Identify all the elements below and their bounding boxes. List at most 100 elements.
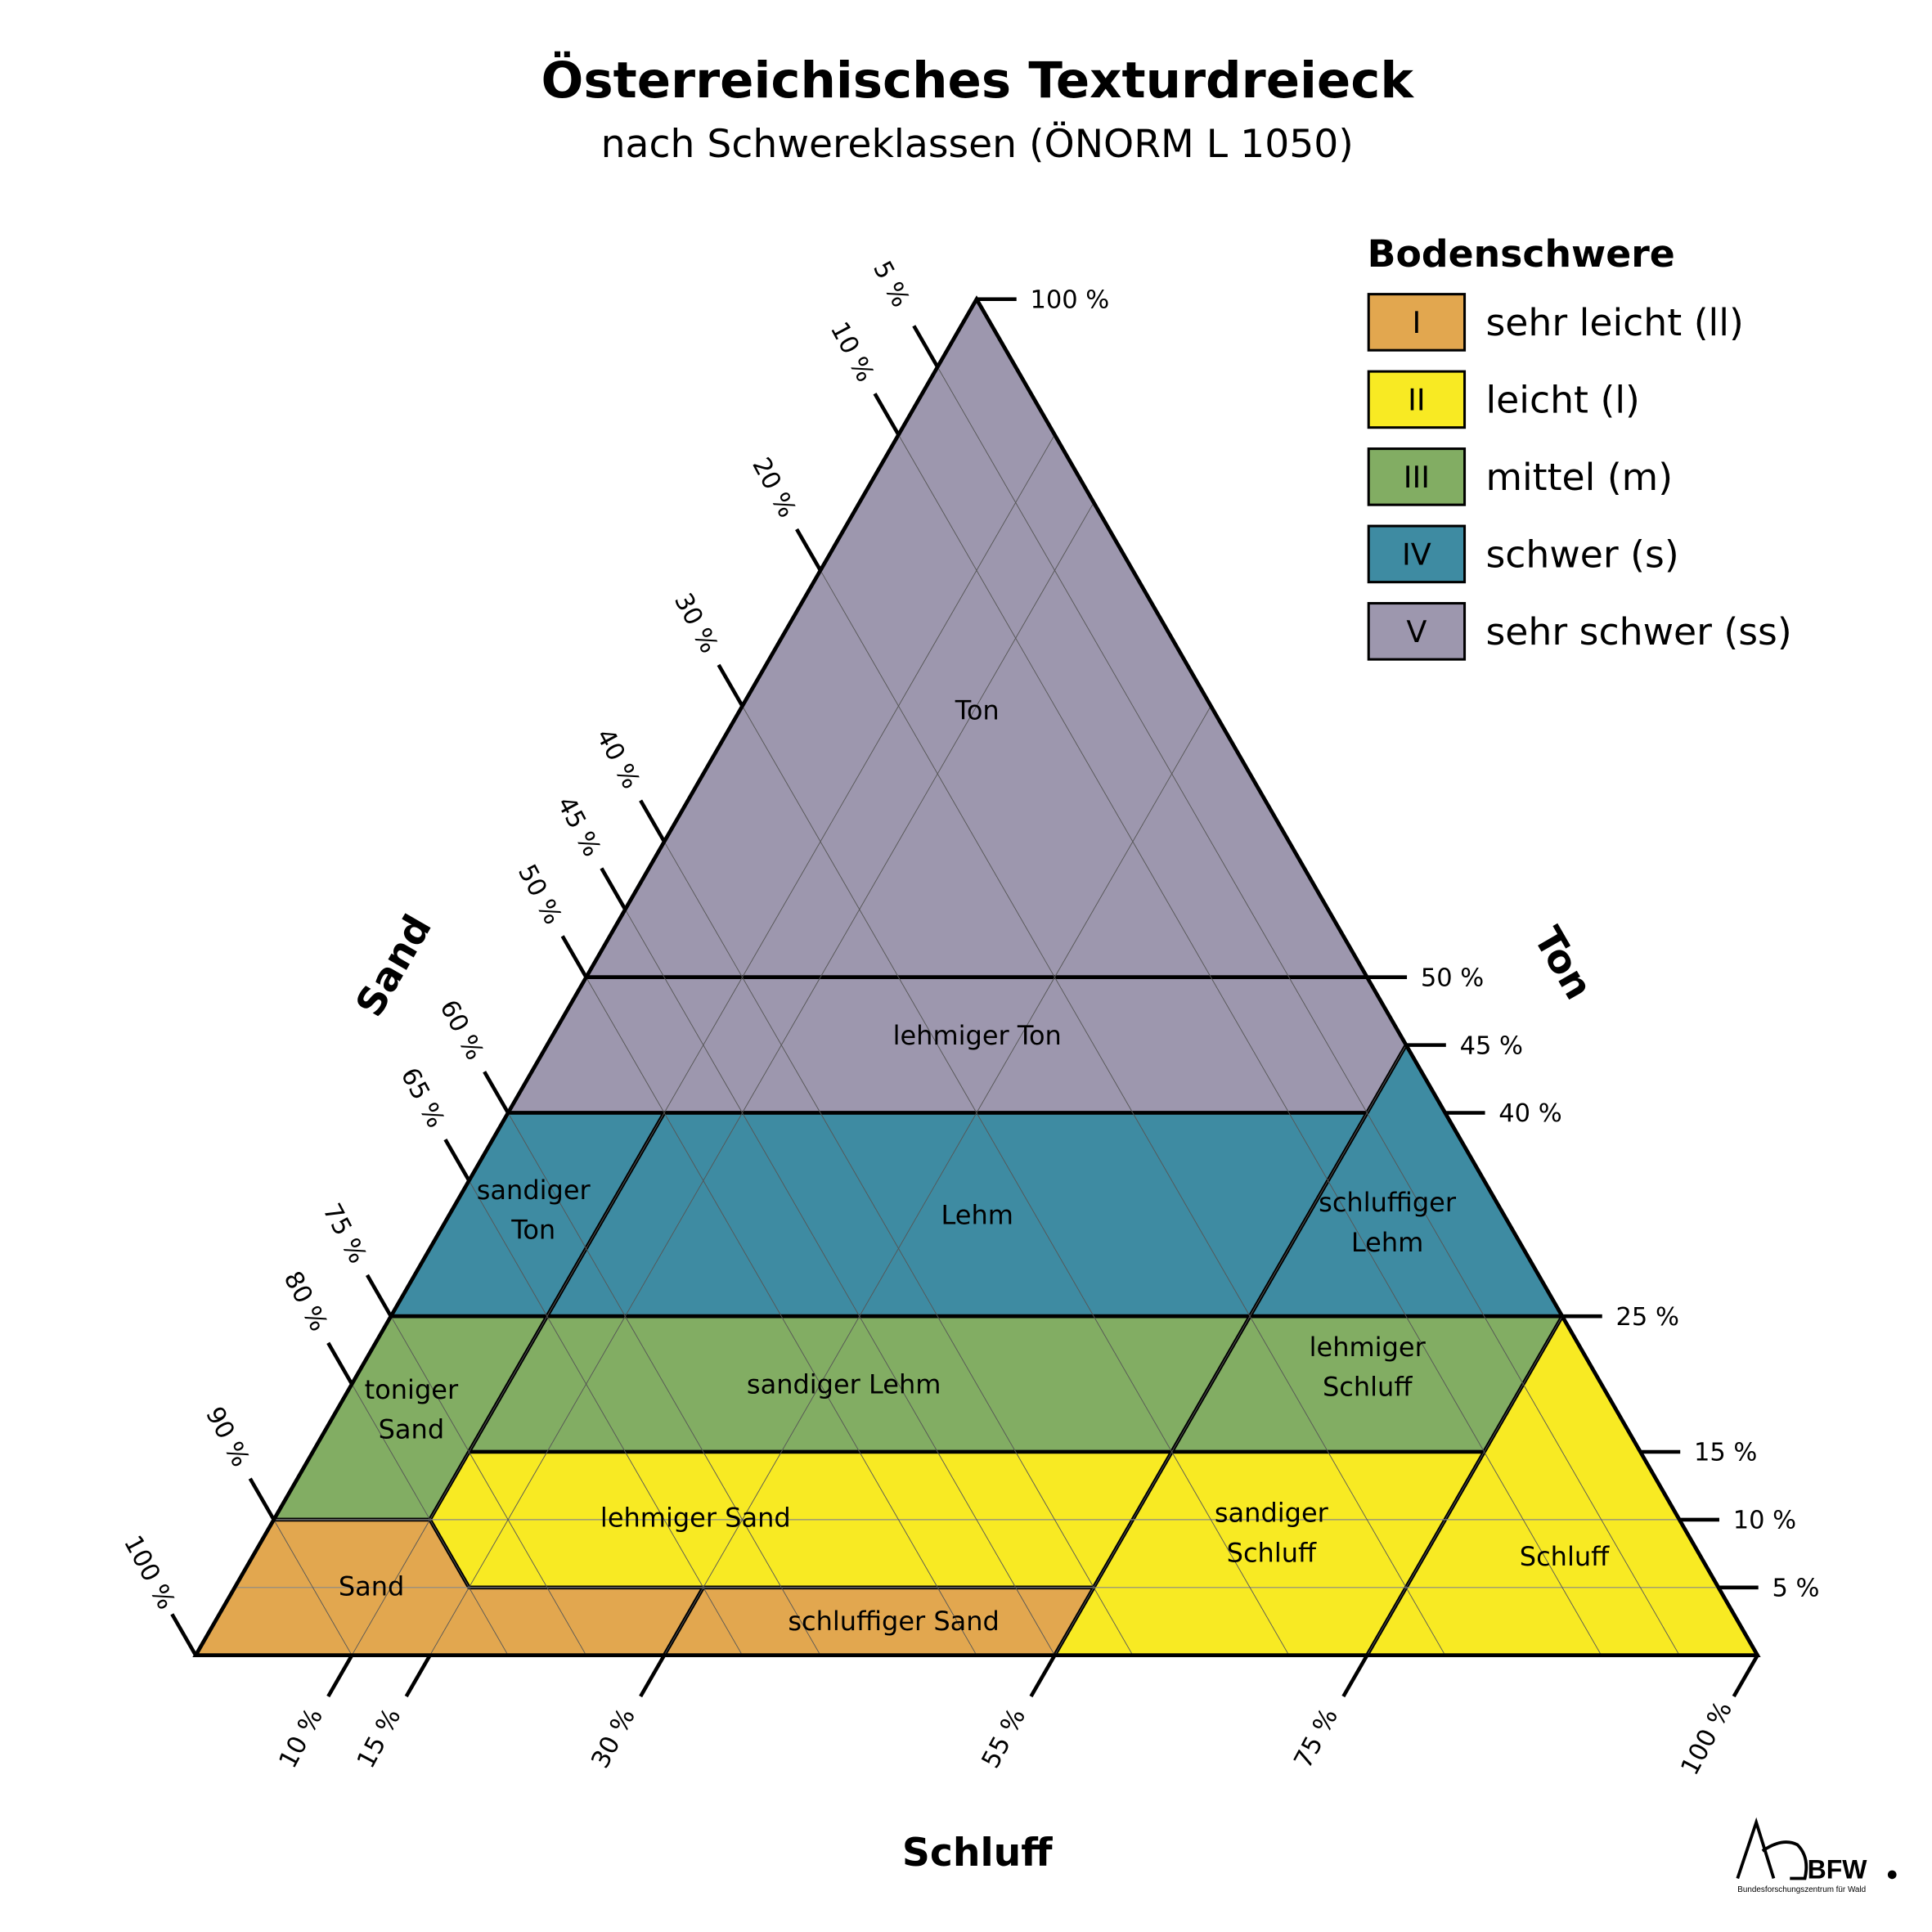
- schluff-tick-label: 30 %: [586, 1704, 641, 1773]
- legend-label: mittel (m): [1485, 456, 1673, 499]
- legend-label: sehr leicht (ll): [1485, 301, 1743, 344]
- sand-tick: [717, 663, 744, 708]
- sand-tick: [443, 1138, 471, 1182]
- sand-tick-label: 75 %: [317, 1199, 371, 1269]
- legend-item: III mittel (m): [1367, 447, 1673, 506]
- legend-label: schwer (s): [1485, 532, 1678, 576]
- title: Österreichisches Texturdreieck: [541, 51, 1415, 110]
- region-label: Schluff: [1227, 1537, 1317, 1568]
- grid-line-silt: [429, 502, 1094, 1656]
- schluff-tick: [326, 1654, 354, 1698]
- legend-swatch: [1367, 370, 1467, 429]
- region-label: Sand: [379, 1414, 445, 1445]
- region-label: lehmiger Ton: [893, 1020, 1062, 1051]
- region-label: toniger: [365, 1374, 459, 1405]
- ton-tick-label: 15 %: [1694, 1439, 1757, 1467]
- svg-text:Bundesforschungszentrum für Wa: Bundesforschungszentrum für Wald: [1737, 1885, 1866, 1894]
- legend-class: I: [1412, 305, 1421, 340]
- grid-line-silt: [351, 434, 1055, 1656]
- svg-text:BFW: BFW: [1808, 1854, 1868, 1884]
- schluff-tick-label: 75 %: [1289, 1704, 1344, 1773]
- ton-tick-label: 10 %: [1733, 1507, 1796, 1535]
- legend-label: leicht (l): [1485, 378, 1639, 421]
- grid-line-sand: [586, 977, 977, 1656]
- grid-line-sand: [390, 1315, 586, 1656]
- legend-title: Bodenschwere: [1368, 232, 1675, 276]
- legend-class: IV: [1402, 537, 1431, 572]
- legend-label: sehr schwer (ss): [1485, 610, 1791, 654]
- legend-item: IV schwer (s): [1367, 524, 1679, 584]
- grid-line-sand: [468, 1180, 743, 1656]
- sand-tick-label: 80 %: [278, 1267, 333, 1337]
- grid-line-sand: [273, 1519, 353, 1656]
- grid-line-silt: [663, 705, 1211, 1656]
- schluff-tick-label: 10 %: [274, 1704, 329, 1773]
- sand-tick-label: 45 %: [551, 792, 606, 861]
- legend-item: II leicht (l): [1367, 370, 1640, 429]
- legend-class: V: [1406, 614, 1427, 649]
- sand-tick-label: 30 %: [668, 589, 723, 658]
- schluff-tick: [404, 1654, 432, 1698]
- ton-tick-label: 40 %: [1498, 1099, 1561, 1128]
- region-label: Sand: [339, 1571, 405, 1602]
- sand-tick: [365, 1274, 393, 1318]
- subtitle: nach Schwereklassen (ÖNORM L 1050): [601, 121, 1354, 167]
- region-label: Schluff: [1323, 1372, 1413, 1403]
- grid-line-sand: [742, 705, 1290, 1656]
- legend-swatch: [1367, 447, 1467, 506]
- sand-tick: [248, 1477, 276, 1521]
- grid-line-silt: [1366, 1315, 1563, 1656]
- sand-tick-label: 65 %: [395, 1063, 450, 1133]
- region-label: lehmiger Sand: [600, 1503, 791, 1534]
- region-label: lehmiger: [1310, 1332, 1427, 1363]
- schluff-tick-label: 100 %: [1676, 1696, 1738, 1780]
- region-label: Schluff: [1520, 1541, 1610, 1572]
- legend-swatch: [1367, 524, 1467, 584]
- grid-line-sand: [937, 366, 1680, 1656]
- sand-tick-label: 90 %: [200, 1402, 254, 1471]
- region-label: Lehm: [941, 1199, 1013, 1230]
- sand-tick-label: 50 %: [512, 860, 567, 929]
- ton-tick-label: 45 %: [1460, 1031, 1523, 1060]
- sand-tick: [873, 393, 901, 436]
- sand-tick-label: 5 %: [867, 257, 914, 312]
- region-label: Lehm: [1351, 1227, 1423, 1258]
- schluff-tick: [639, 1654, 667, 1698]
- sand-tick-label: 60 %: [434, 995, 488, 1065]
- legend-class: III: [1404, 460, 1430, 495]
- ton-tick-label: 50 %: [1421, 964, 1484, 992]
- sand-tick: [912, 325, 940, 368]
- region-label: schluffiger: [1319, 1187, 1457, 1218]
- grid-line-sand: [507, 1112, 821, 1656]
- sand-tick-label: 10 %: [824, 317, 879, 387]
- sand-tick: [170, 1613, 198, 1656]
- sand-tick: [600, 867, 627, 910]
- grid-line-silt: [1054, 1045, 1407, 1656]
- legend-class: II: [1408, 382, 1426, 417]
- legend-swatch: [1367, 602, 1467, 661]
- sand-tick: [639, 799, 667, 843]
- schluff-tick-label: 55 %: [977, 1704, 1031, 1773]
- region-label: Ton: [510, 1215, 555, 1246]
- schluff-tick: [1029, 1654, 1057, 1698]
- schluff-tick: [1732, 1654, 1759, 1698]
- schluff-tick: [1341, 1654, 1369, 1698]
- region-label: sandiger Lehm: [747, 1369, 941, 1400]
- sand-axis-title: Sand: [348, 907, 441, 1024]
- region-label: schluffiger Sand: [788, 1606, 1000, 1637]
- ton-tick-label: 5 %: [1772, 1574, 1819, 1602]
- schluff-tick-label: 15 %: [352, 1704, 407, 1773]
- grid-line-sand: [820, 570, 1446, 1656]
- grid-line-sand: [624, 909, 1055, 1656]
- region-label: sandiger: [477, 1175, 591, 1206]
- bfw-logo: BFW Bundesforschungszentrum für Wald: [1736, 1817, 1897, 1894]
- region-label: Ton: [955, 694, 1000, 726]
- sand-tick: [795, 528, 822, 572]
- legend-swatch: [1367, 293, 1467, 352]
- sand-tick: [560, 935, 588, 978]
- sand-tick-label: 100 %: [118, 1531, 180, 1615]
